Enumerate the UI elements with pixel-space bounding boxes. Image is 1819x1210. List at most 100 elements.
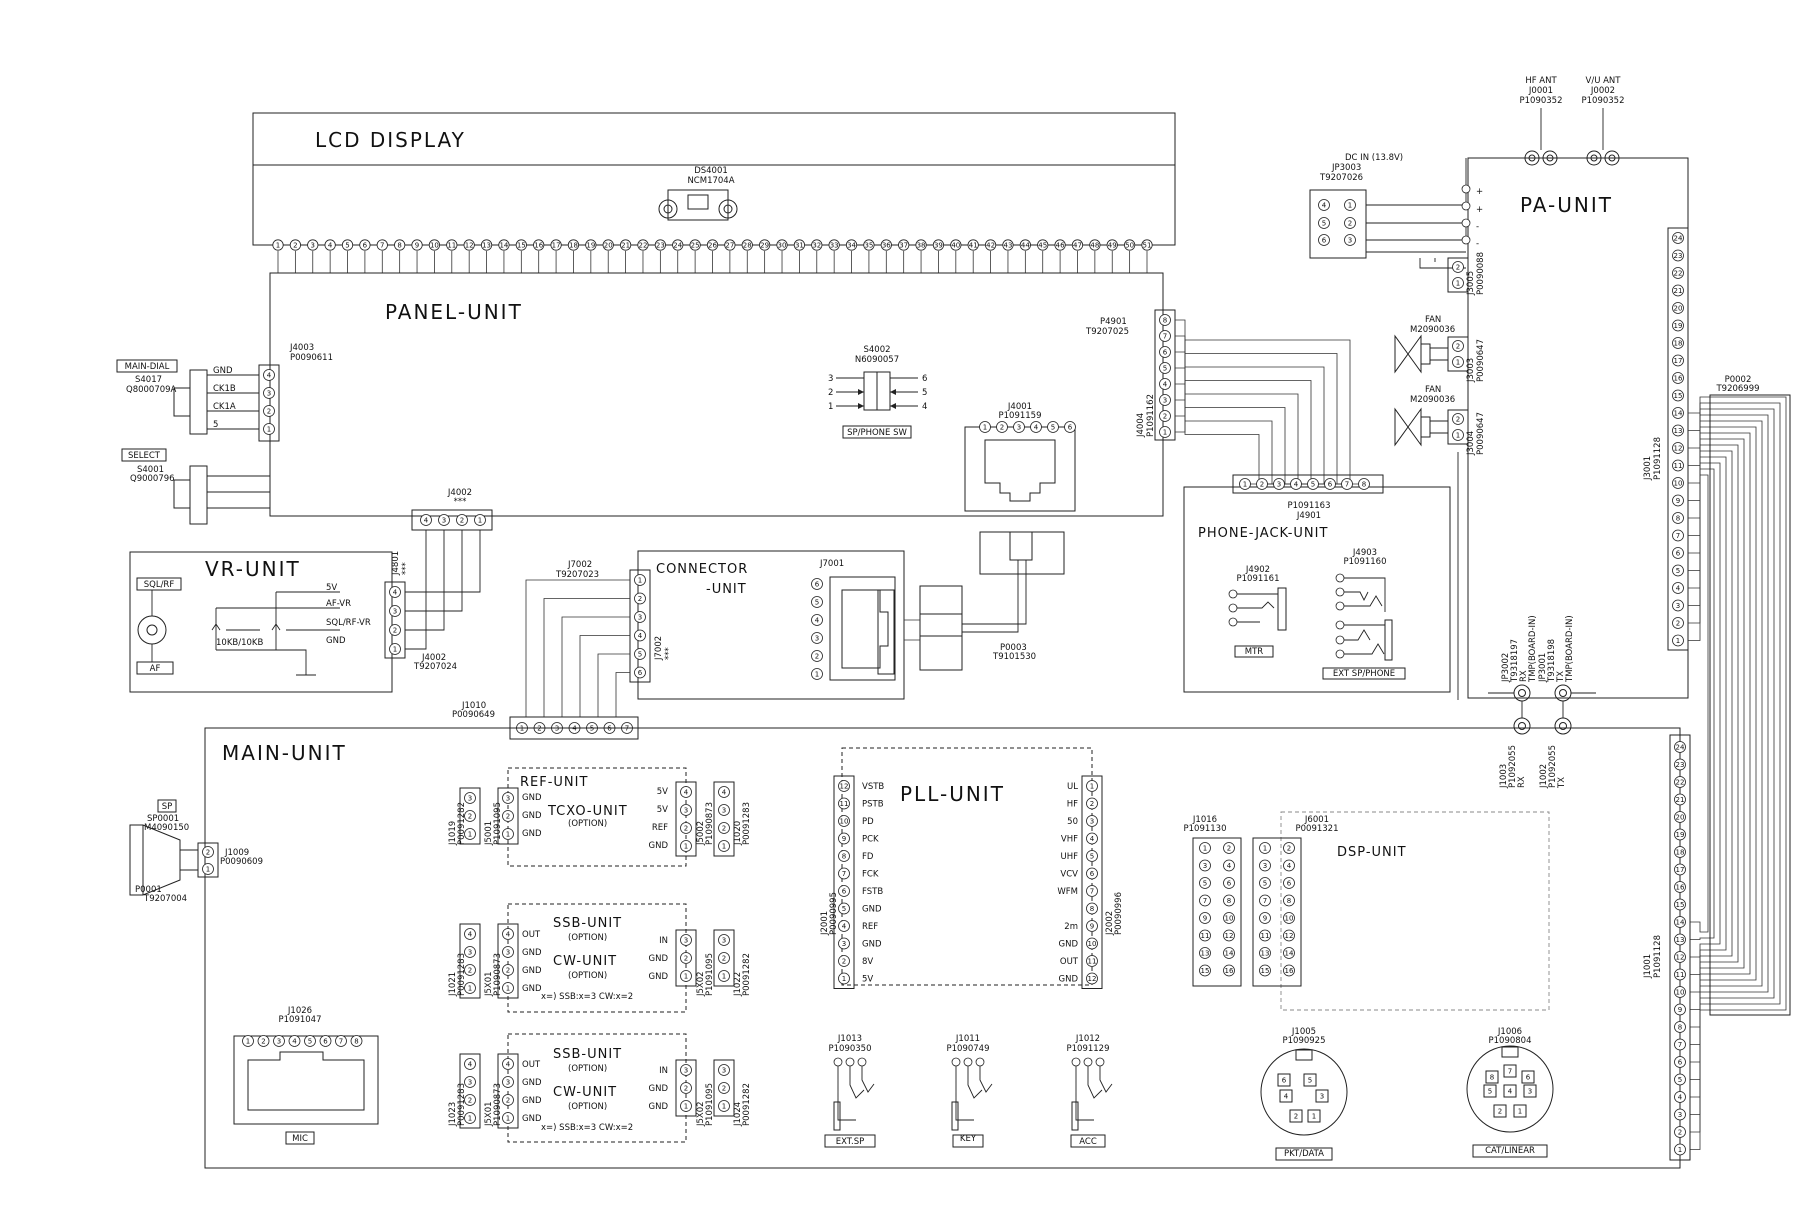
sub-pin: 8	[838, 850, 850, 862]
sub-pin: 11	[1086, 955, 1098, 967]
j4004-pin: 5	[1159, 362, 1171, 374]
j4801-pin: 1	[389, 643, 401, 655]
dc-in-pin: 2	[1344, 217, 1356, 229]
j4901-pin: 4	[1290, 478, 1302, 490]
mic-tag: MIC	[292, 1134, 308, 1144]
j1006-part: P1090804	[1489, 1036, 1532, 1046]
svg-text:6: 6	[815, 580, 820, 588]
lcd-pin: 17	[550, 239, 562, 251]
ssb-left-ref: J1021	[448, 972, 458, 997]
pll-right-signal: UL	[1067, 782, 1078, 792]
sub-pin: 2	[718, 952, 730, 964]
svg-text:9: 9	[1203, 914, 1207, 922]
sub-pin: 3	[718, 804, 730, 816]
svg-text:2: 2	[1000, 423, 1004, 431]
s4002-part: N6090057	[855, 355, 899, 365]
svg-text:2: 2	[468, 812, 472, 820]
main-unit-title: MAIN-UNIT	[222, 741, 347, 765]
svg-text:40: 40	[951, 241, 960, 249]
lcd-pin: 11	[446, 239, 458, 251]
j4002-ref: J4002	[447, 488, 472, 498]
ssb-right-signal: IN	[659, 936, 668, 946]
sub-pin: 4	[502, 928, 514, 940]
svg-text:4: 4	[842, 922, 847, 930]
svg-text:3: 3	[506, 794, 510, 802]
svg-text:39: 39	[934, 241, 943, 249]
lcd-pin: 24	[672, 239, 684, 251]
j1001-pin: 20	[1674, 811, 1686, 823]
fan2-symbol	[1394, 407, 1448, 447]
sub-pin: 1	[718, 970, 730, 982]
j1011-part: P1090749	[947, 1044, 990, 1054]
j3001-pin: 10	[1672, 477, 1684, 489]
sub-pin: 1	[680, 970, 692, 982]
svg-text:16: 16	[1674, 374, 1683, 382]
svg-text:5: 5	[1203, 879, 1207, 887]
j1026-part: P1091047	[279, 1015, 322, 1025]
svg-text:46: 46	[1056, 241, 1065, 249]
j3001-pin: 17	[1672, 354, 1684, 367]
sub-pin: 5	[838, 902, 850, 915]
pll-right-signal: WFM	[1057, 887, 1078, 897]
svg-text:21: 21	[1676, 796, 1685, 804]
svg-text:1: 1	[684, 972, 688, 980]
sub-pin: 6	[838, 885, 850, 897]
svg-text:7: 7	[1203, 897, 1207, 905]
p0002-ref: P0002	[1725, 375, 1752, 385]
svg-text:8: 8	[1287, 897, 1291, 905]
j4004-pin: 8	[1159, 314, 1171, 326]
cw2-option: (OPTION)	[568, 1102, 607, 1112]
svg-text:17: 17	[1674, 357, 1683, 365]
lcd-module-symbol	[658, 189, 738, 221]
svg-text:19: 19	[1674, 322, 1683, 330]
sub-pin: 11	[838, 797, 850, 810]
svg-text:4: 4	[393, 588, 398, 596]
ssb-left-signal: GND	[522, 1114, 542, 1124]
s4002-pin-5: 5	[922, 388, 927, 398]
svg-text:10: 10	[1225, 914, 1234, 922]
j4901-pin: 7	[1341, 478, 1353, 490]
j1001-pin: 4	[1674, 1091, 1686, 1103]
dial-sig-gnd: GND	[213, 366, 233, 376]
svg-text:33: 33	[830, 241, 839, 249]
j1006-ref: J1006	[1497, 1027, 1522, 1037]
fan1-name: FAN	[1425, 315, 1441, 325]
dc-in-pin: 5	[1318, 217, 1330, 229]
j3004-pin: 2	[1452, 413, 1464, 425]
ref-right-signal: 5V	[657, 787, 668, 797]
j4004-pin: 2	[1159, 410, 1171, 422]
j7002-pin: 2	[634, 592, 646, 605]
sub-pin: 3	[502, 1076, 514, 1088]
dial-sig-ck1a: CK1A	[213, 402, 236, 412]
lcd-pin: 26	[706, 239, 719, 251]
lcd-pin: 34	[845, 239, 858, 251]
connector-unit-title-1: CONNECTOR	[656, 562, 748, 577]
j1001-pin: 18	[1674, 846, 1686, 858]
svg-text:3: 3	[1348, 236, 1352, 244]
j1001-pin: 21	[1674, 793, 1686, 806]
ssb2-option: (OPTION)	[568, 1064, 607, 1074]
svg-text:15: 15	[517, 241, 526, 249]
lcd-pin: 3	[307, 239, 319, 251]
j7002-pin: 4	[634, 629, 646, 642]
main-dial-tag: MAIN-DIAL	[125, 362, 170, 372]
svg-text:3: 3	[393, 607, 397, 615]
lcd-pin: 45	[1037, 239, 1049, 251]
lcd-pin: 22	[637, 239, 649, 251]
j3001-pin: 2	[1672, 617, 1684, 629]
j1010-part: P0090649	[452, 710, 495, 720]
svg-text:17: 17	[1676, 866, 1685, 874]
p0001-part: T9207004	[143, 894, 187, 904]
svg-text:5: 5	[1308, 1077, 1312, 1085]
svg-text:22: 22	[1674, 269, 1683, 277]
grid-pin: 3	[1259, 859, 1271, 872]
sub-pin: 12	[838, 780, 850, 792]
svg-text:4: 4	[1678, 1093, 1683, 1101]
svg-text:30: 30	[778, 241, 787, 249]
svg-text:1: 1	[1203, 844, 1207, 852]
